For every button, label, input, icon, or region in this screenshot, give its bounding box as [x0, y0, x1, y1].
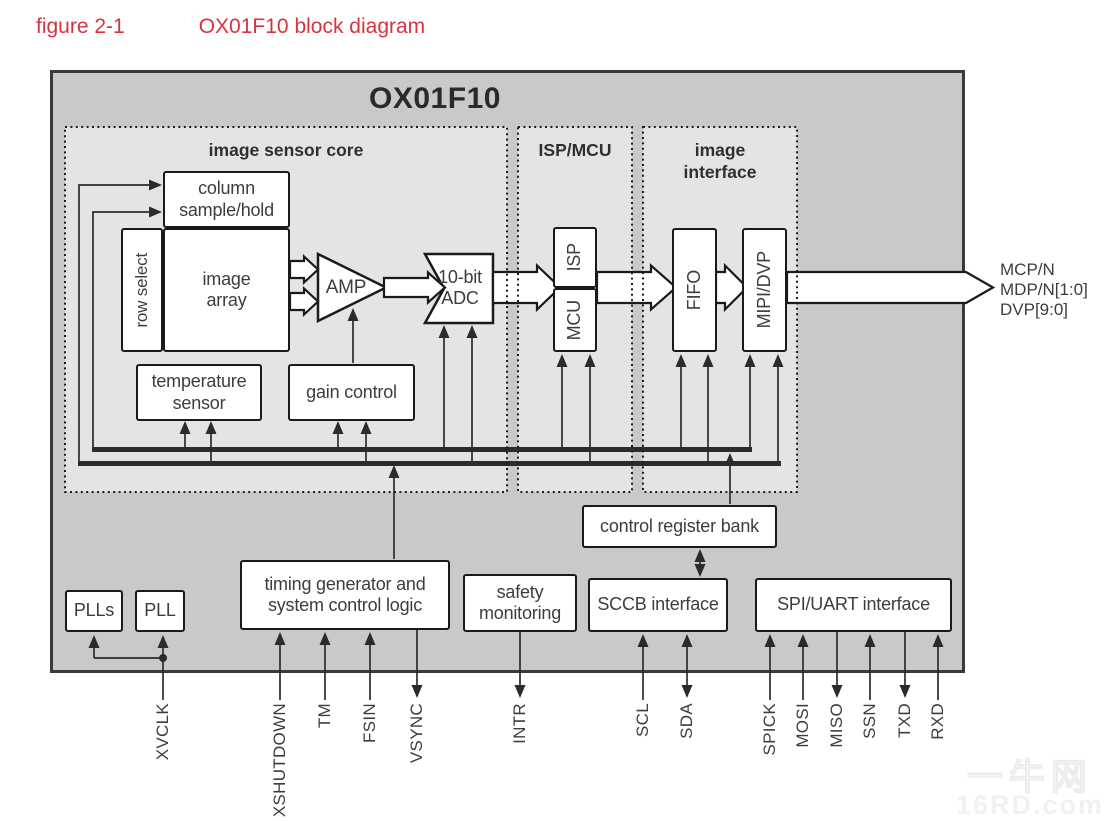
block-label: PLLs — [73, 600, 115, 621]
block-column-sample-hold: column sample/hold — [163, 171, 290, 228]
pin-tm: TM — [315, 703, 334, 729]
block-label: gain control — [306, 381, 397, 402]
block-pll: PLL — [135, 590, 185, 632]
watermark-site-name: 一牛网 — [966, 756, 1093, 798]
block-label: MIPI/DVP — [753, 251, 774, 329]
pin-fsin: FSIN — [360, 703, 379, 743]
block-label: control register bank — [600, 515, 759, 536]
block-mipi-dvp: MIPI/DVP — [742, 228, 787, 352]
output-label-dvp: DVP[9:0] — [1000, 300, 1069, 319]
block-label: PLL — [144, 600, 176, 621]
figure-caption: figure 2-1 OX01F10 block diagram — [36, 15, 425, 39]
pin-txd: TXD — [895, 703, 914, 738]
block-label: MCU — [564, 299, 585, 341]
block-label: safety monitoring — [478, 581, 562, 623]
pin-ssn: SSN — [860, 703, 879, 739]
block-sccb-interface: SCCB interface — [588, 578, 728, 632]
watermark-site-domain: 16RD.com — [955, 790, 1105, 820]
region-title-image-sensor-core: image sensor core — [208, 140, 364, 160]
block-timing-generator: timing generator and system control logi… — [240, 560, 450, 630]
pin-xshutdown: XSHUTDOWN — [270, 703, 289, 818]
pin-scl: SCL — [633, 703, 652, 737]
block-label: row select — [131, 252, 151, 328]
pin-miso: MISO — [827, 703, 846, 748]
block-control-register-bank: control register bank — [582, 505, 777, 548]
region-title-isp-mcu: ISP/MCU — [538, 140, 612, 160]
block-plls: PLLs — [65, 590, 123, 632]
pin-sda: SDA — [677, 703, 696, 739]
block-row-select: row select — [121, 228, 163, 352]
block-image-array: image array — [163, 228, 290, 352]
block-label: image array — [202, 268, 251, 310]
block-safety-monitoring: safety monitoring — [463, 574, 577, 632]
block-label: FIFO — [683, 269, 704, 311]
adc-label: 10-bit ADC — [438, 267, 482, 308]
pin-intr: INTR — [510, 703, 529, 744]
region-title-image-interface: image interface — [683, 140, 757, 182]
output-label-mdp: MDP/N[1:0] — [1000, 280, 1088, 299]
block-label: temperature sensor — [151, 371, 247, 413]
figure-title: OX01F10 block diagram — [198, 15, 426, 38]
chip-title: OX01F10 — [369, 82, 501, 115]
pin-vsync: VSYNC — [407, 703, 426, 764]
block-label: column sample/hold — [179, 178, 274, 220]
block-temperature-sensor: temperature sensor — [136, 364, 262, 421]
block-spi-uart-interface: SPI/UART interface — [755, 578, 952, 632]
block-label: SCCB interface — [597, 594, 719, 615]
pin-xvclk: XVCLK — [153, 703, 172, 761]
block-label: SPI/UART interface — [777, 594, 930, 615]
output-label-mcp: MCP/N — [1000, 260, 1055, 279]
block-label: ISP — [564, 243, 585, 272]
figure-number: figure 2-1 — [36, 15, 125, 38]
block-isp: ISP — [553, 227, 597, 288]
pin-mosi: MOSI — [793, 703, 812, 748]
block-mcu: MCU — [553, 288, 597, 352]
block-label: timing generator and system control logi… — [264, 573, 426, 615]
pin-rxd: RXD — [928, 703, 947, 740]
block-fifo: FIFO — [672, 228, 717, 352]
amp-label: AMP — [325, 277, 367, 299]
pin-spick: SPICK — [760, 703, 779, 756]
block-gain-control: gain control — [288, 364, 415, 421]
